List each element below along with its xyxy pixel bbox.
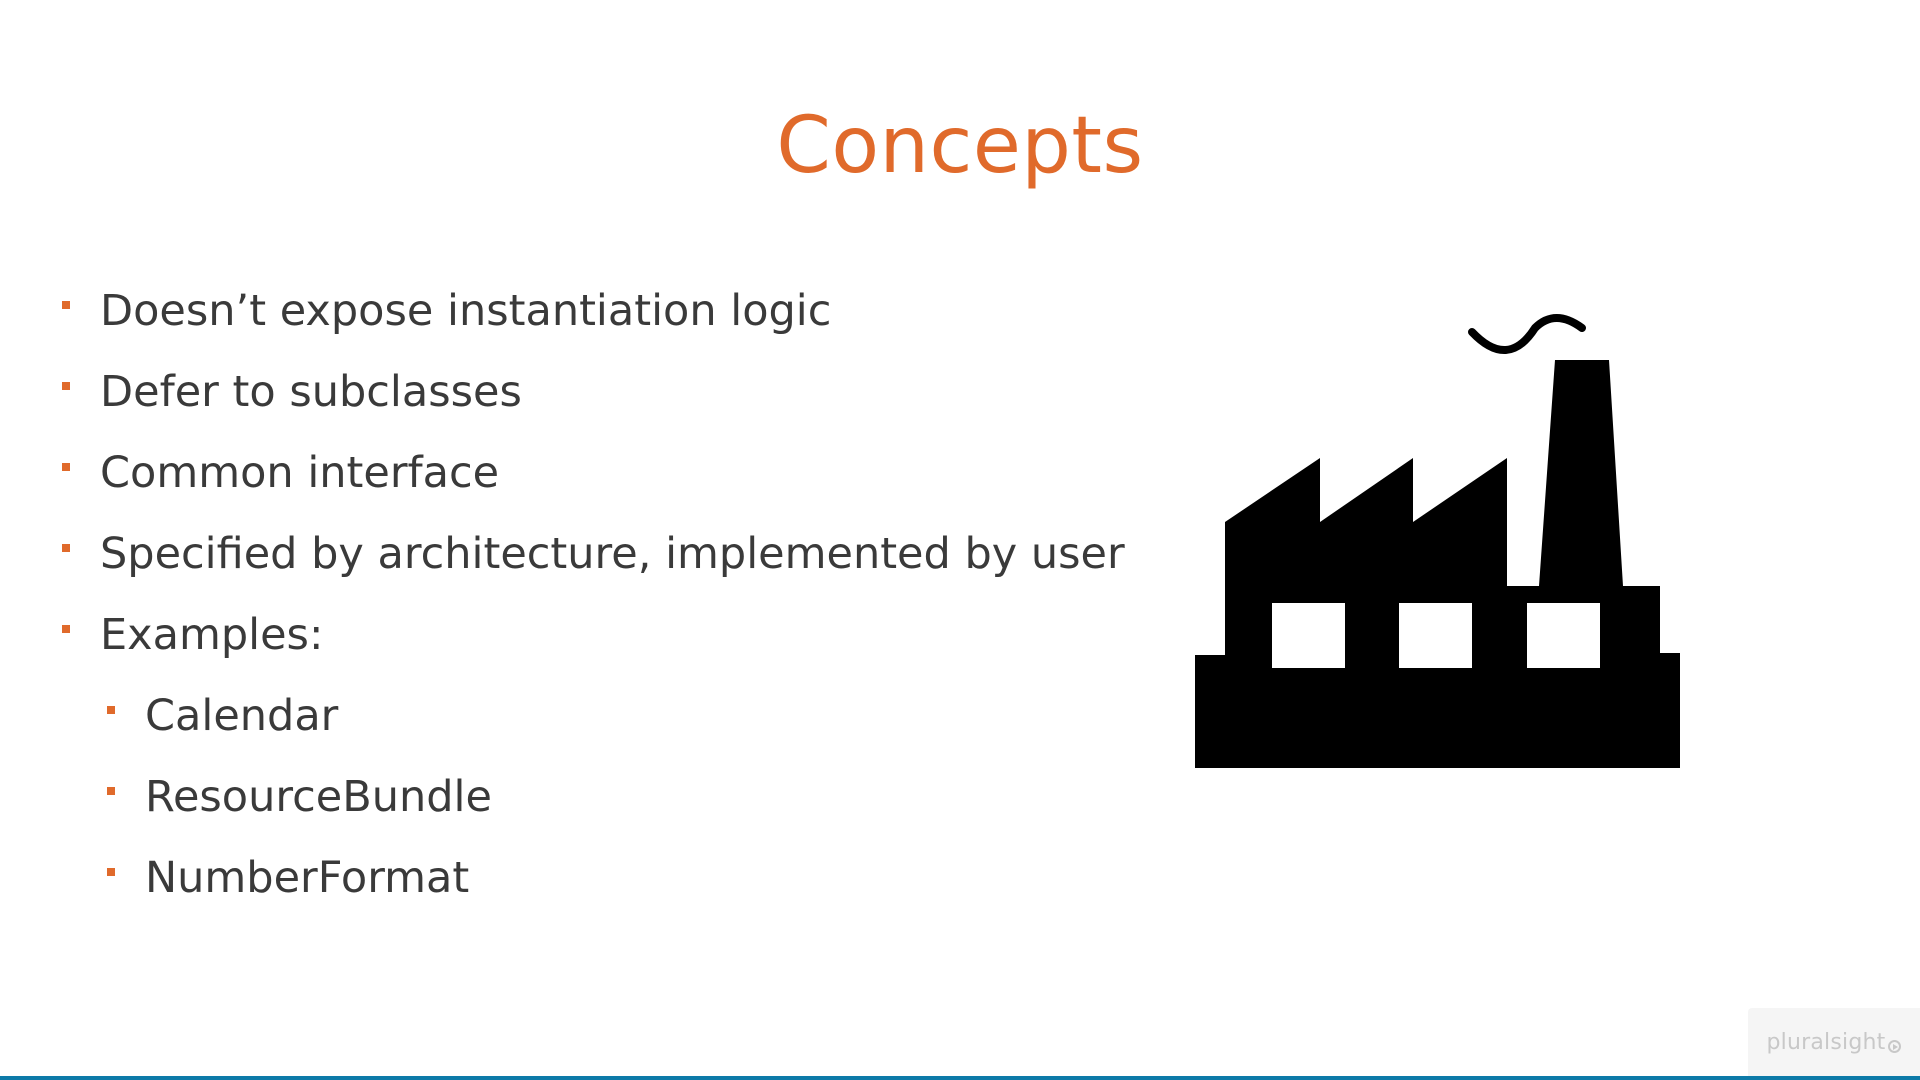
bullet-text: Calendar bbox=[145, 690, 339, 741]
pluralsight-logo-text: pluralsight bbox=[1766, 1029, 1886, 1055]
bullet-text: Common interface bbox=[100, 447, 500, 498]
bullet-item: Common interface bbox=[62, 432, 1125, 513]
bullet-text: Examples: bbox=[100, 609, 324, 660]
bullet-marker bbox=[107, 705, 115, 714]
bullet-marker bbox=[62, 300, 70, 309]
factory-body-icon bbox=[1195, 360, 1680, 768]
pluralsight-watermark: pluralsight bbox=[1748, 1008, 1920, 1076]
bullet-text: NumberFormat bbox=[145, 852, 470, 903]
bullet-marker bbox=[62, 381, 70, 390]
sub-bullet-item: ResourceBundle bbox=[107, 756, 1125, 837]
sub-bullet-item: NumberFormat bbox=[107, 837, 1125, 918]
sub-bullet-item: Calendar bbox=[107, 675, 1125, 756]
bullet-text: Specified by architecture, implemented b… bbox=[100, 528, 1125, 579]
slide-title: Concepts bbox=[776, 101, 1144, 191]
bullet-item: Specified by architecture, implemented b… bbox=[62, 513, 1125, 594]
bullet-marker bbox=[62, 624, 70, 633]
factory-icon bbox=[1195, 314, 1680, 768]
bullet-item: Examples: bbox=[62, 594, 1125, 675]
bullet-item: Defer to subclasses bbox=[62, 351, 1125, 432]
bullet-marker bbox=[62, 462, 70, 471]
bullet-text: ResourceBundle bbox=[145, 771, 492, 822]
play-circle-icon bbox=[1888, 1039, 1902, 1053]
bullet-marker bbox=[107, 786, 115, 795]
bullet-item: Doesn’t expose instantiation logic bbox=[62, 270, 1125, 351]
bullet-marker bbox=[62, 543, 70, 552]
bullet-marker bbox=[107, 867, 115, 876]
bullet-text: Defer to subclasses bbox=[100, 366, 522, 417]
smoke-icon bbox=[1468, 314, 1586, 354]
bullet-list: Doesn’t expose instantiation logic Defer… bbox=[62, 270, 1125, 918]
bullet-text: Doesn’t expose instantiation logic bbox=[100, 285, 832, 336]
bottom-progress-bar bbox=[0, 1076, 1920, 1080]
